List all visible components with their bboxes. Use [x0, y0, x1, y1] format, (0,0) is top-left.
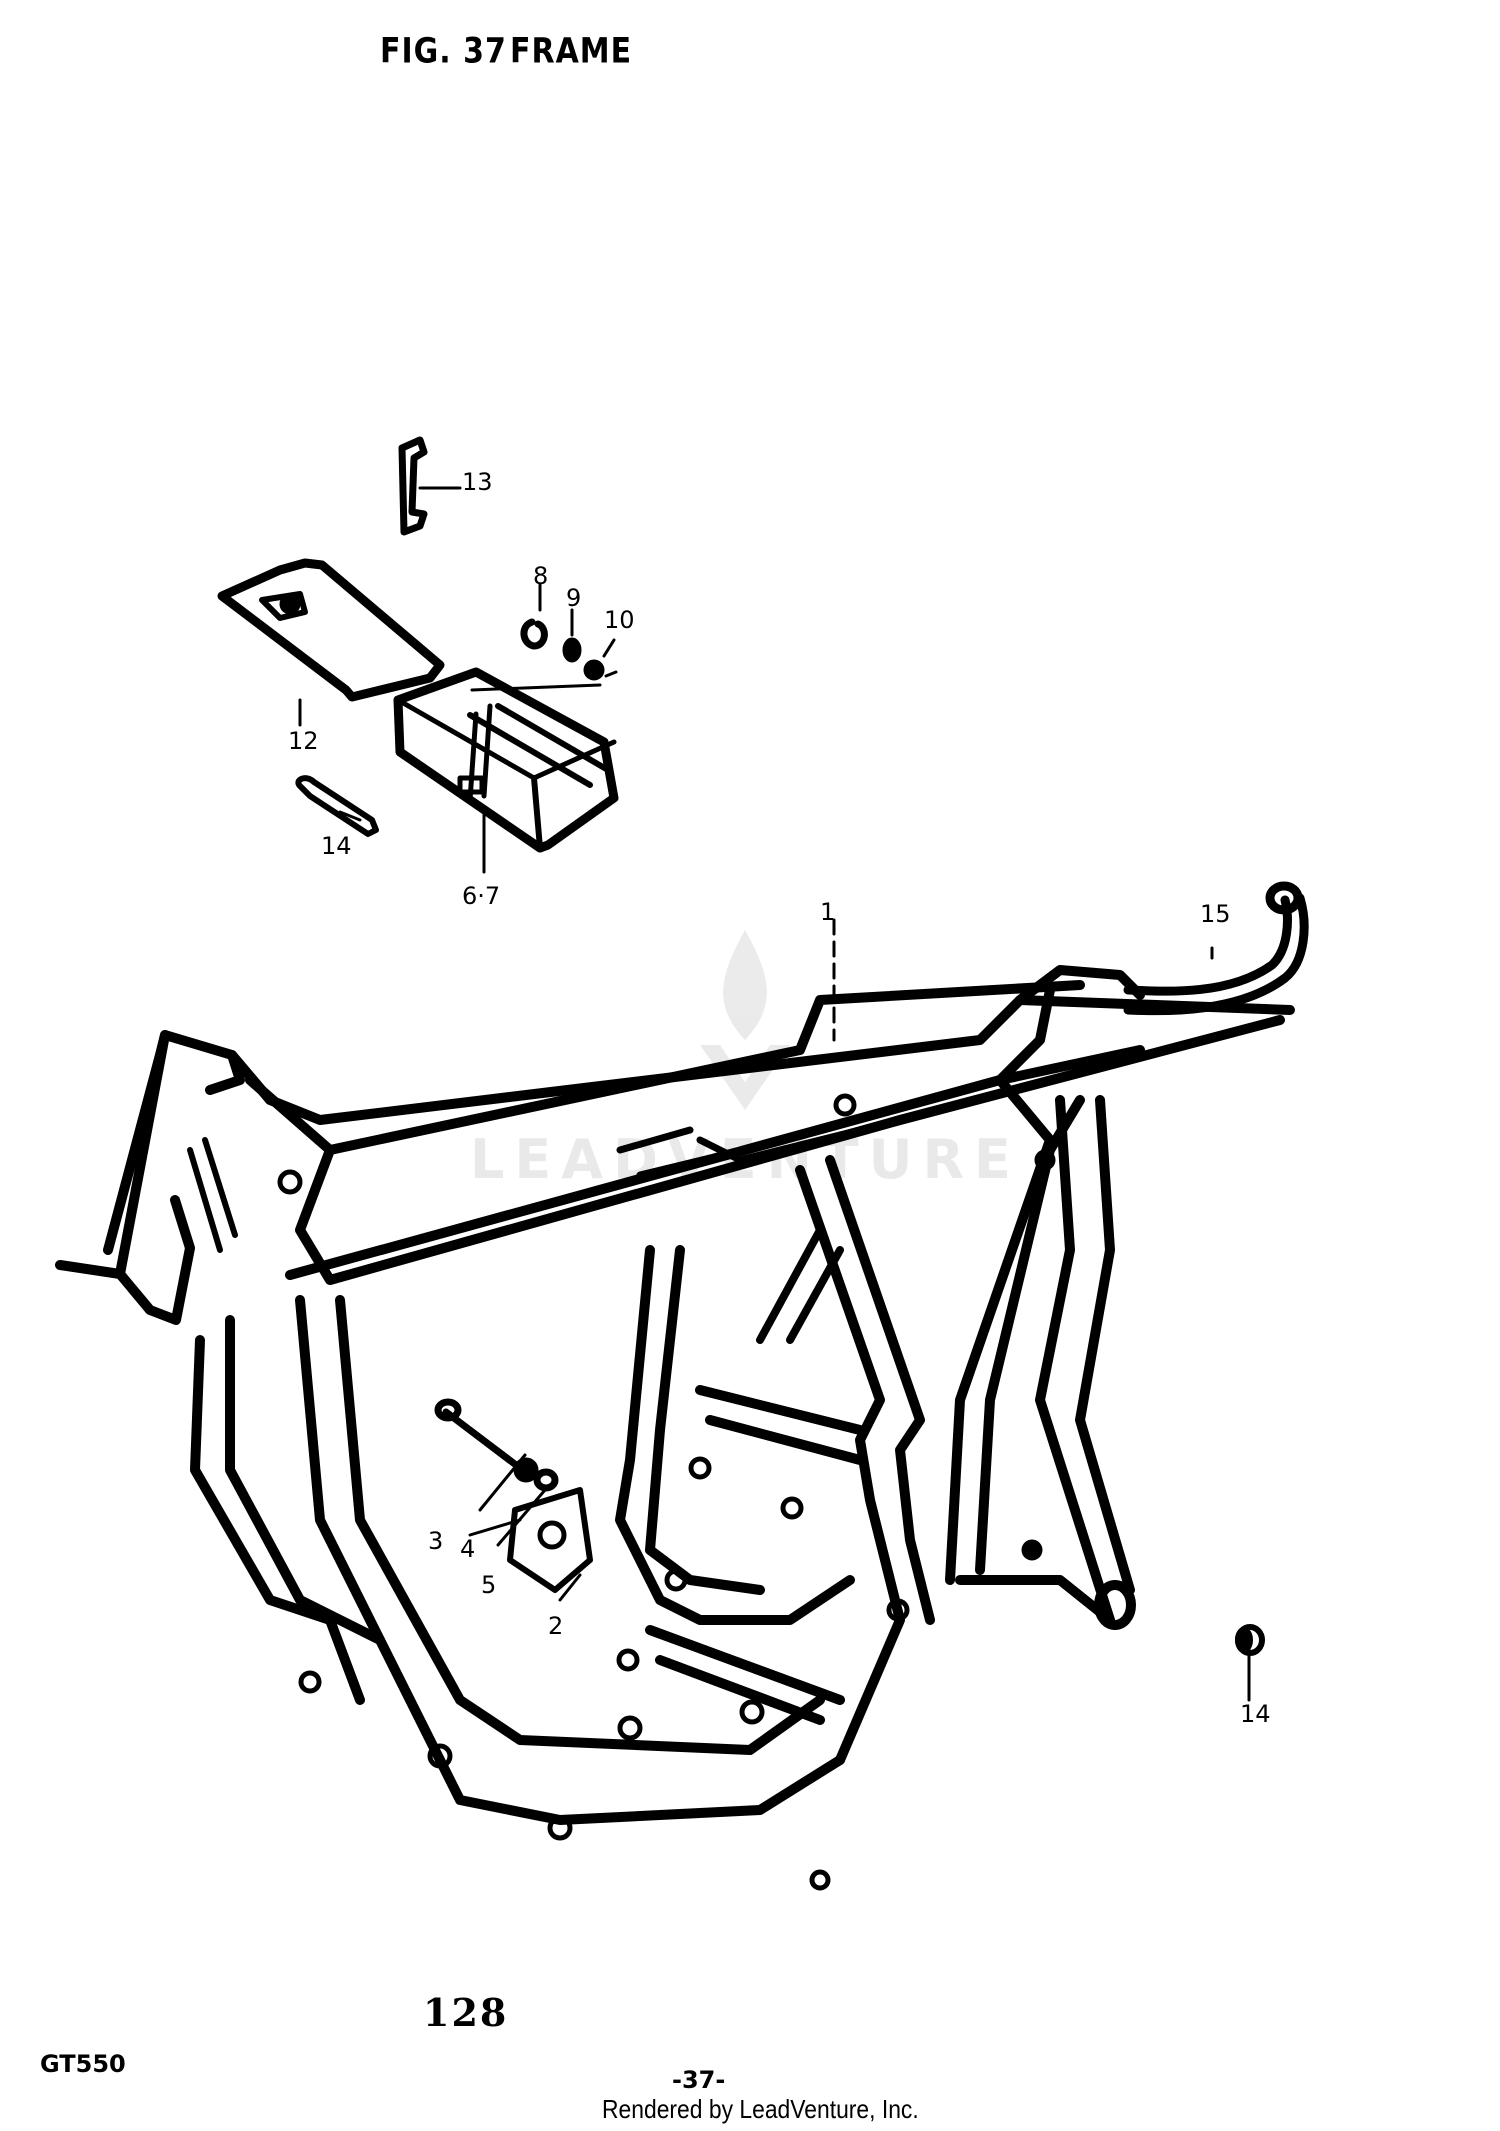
callout-3: 3 — [428, 1527, 444, 1555]
page-number: -37- — [672, 2066, 726, 2094]
part-13-strap — [295, 775, 379, 837]
part-1-frame — [55, 965, 1295, 1825]
callout-9: 9 — [566, 584, 582, 612]
rendered-by-credit: Rendered by LeadVenture, Inc. — [602, 2094, 919, 2124]
part-12-clip — [398, 436, 428, 536]
callout-8: 8 — [533, 562, 549, 590]
callout-10: 10 — [604, 606, 635, 634]
part-11-battery-cover — [217, 558, 445, 702]
callout-4: 4 — [460, 1535, 476, 1563]
callout-1: 1 — [820, 898, 836, 926]
part-15-rear-stay — [1123, 881, 1309, 1016]
part-14-grommet — [1235, 1624, 1265, 1656]
callout-6-7: 6·7 — [462, 882, 501, 910]
callout-5: 5 — [481, 1571, 497, 1599]
frame-mount-tabs — [277, 1093, 1056, 1891]
page-big-number: 128 — [423, 1990, 509, 2035]
callout-12: 13 — [462, 468, 493, 496]
parts-3-4-5-hardware — [434, 1398, 559, 1492]
callout-13: 14 — [321, 832, 352, 860]
parts-8-9-10-fasteners — [470, 618, 618, 692]
model-label: GT550 — [40, 2050, 126, 2078]
callout-11: 12 — [288, 727, 319, 755]
figure-number: FIG. 37 — [380, 31, 507, 72]
leader-lines — [298, 486, 1251, 1702]
callout-2: 2 — [548, 1612, 564, 1640]
callout-14: 14 — [1240, 1700, 1271, 1728]
figure-title: FRAME — [510, 31, 633, 72]
parts-6-7-battery — [393, 667, 619, 853]
callout-15: 15 — [1200, 900, 1231, 928]
